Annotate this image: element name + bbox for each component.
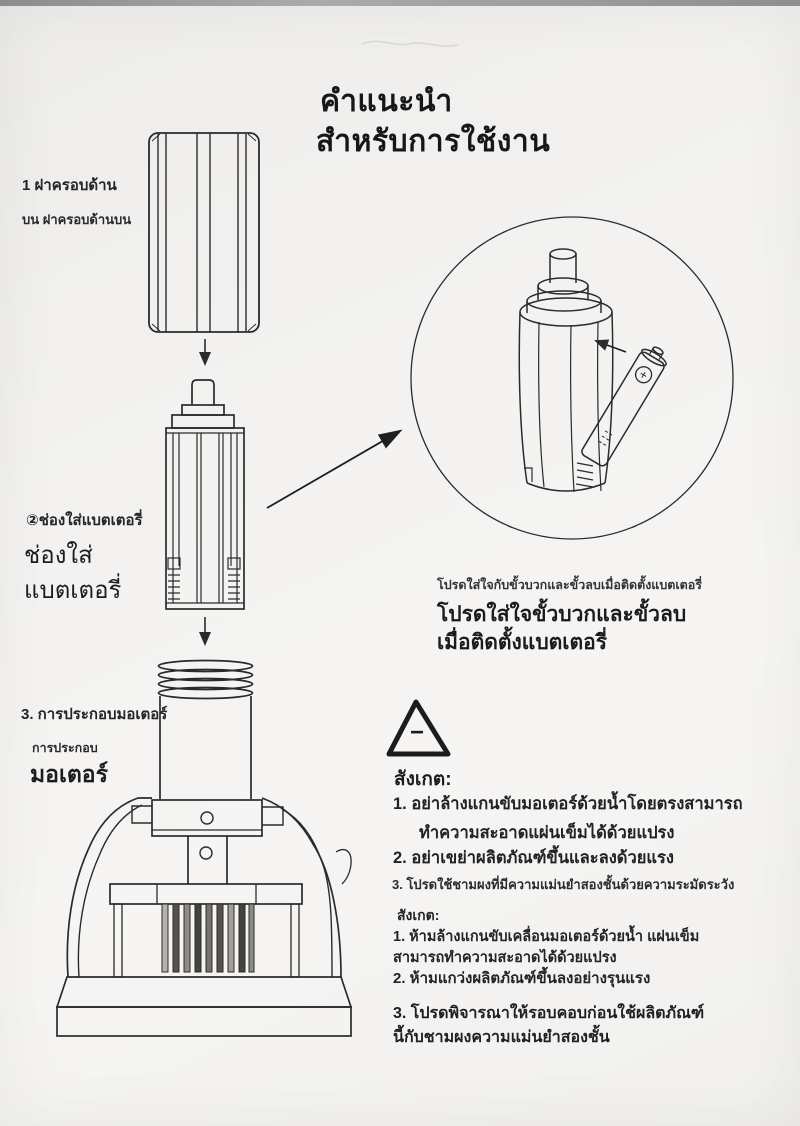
part3-label-line2: มอเตอร์	[30, 761, 108, 787]
detail-circle-drawing: +	[410, 216, 734, 540]
battery-drawing: +	[581, 346, 667, 467]
part3-label-line1: การประกอบ	[32, 741, 98, 755]
title-line-2: สำหรับการใช้งาน	[316, 125, 551, 158]
warning-triangle-icon: −	[386, 699, 451, 757]
battery-note-caption: โปรดใส่ใจกับขั้วบวกและขั้วลบเมื่อติดตั้ง…	[437, 578, 703, 592]
part1-caption-line2: บน ฝาครอบด้านบน	[22, 212, 132, 227]
notice1-heading: สังเกต:	[394, 769, 452, 790]
battery-insert-arrow	[594, 339, 627, 353]
notice1-item2: 2. อย่าเขย่าผลิตภัณฑ์ขึ้นและลงด้วยแรง	[393, 849, 674, 867]
photo-edge-strip	[0, 0, 800, 6]
notice2-item1-line1: 1. ห้ามล้างแกนขับเคลื่อนมอเตอร์ด้วยน้ำ แ…	[393, 929, 700, 945]
faint-scribble-mark	[361, 40, 459, 47]
battery-compartment-drawing	[165, 379, 245, 610]
notice2-item2: 2. ห้ามแกว่งผลิตภัณฑ์ขึ้นลงอย่างรุนแรง	[393, 970, 651, 987]
notice2-item3-line1: 3. โปรดพิจารณาให้รอบคอบก่อนใช้ผลิตภัณฑ์	[393, 1005, 705, 1022]
notice2-item1-line2: สามารถทำความสะอาดได้ด้วยแปรง	[393, 950, 617, 966]
part2-label-line1: ช่องใส่	[24, 542, 93, 569]
notice1-item1-line2: ทำความสะอาดแผ่นเข็มได้ด้วยแปรง	[419, 824, 675, 842]
part3-caption: 3. การประกอบมอเตอร์	[21, 706, 168, 723]
title-line-1: คำแนะนำ	[320, 85, 453, 118]
battery-note-line2: เมื่อติดตั้งแบตเตอรี่	[437, 631, 608, 654]
notice2-item3-line2: นี้กับชามผงความแม่นยำสองชั้น	[393, 1029, 610, 1046]
notice2-heading: สังเกต:	[397, 907, 440, 923]
motor-assembly-drawing	[55, 659, 353, 1037]
notice1-item3: 3. โปรดใช้ชามผงที่มีความแม่นยำสองชั้นด้ว…	[392, 877, 735, 892]
notice1-item1-line1: 1. อย่าล้างแกนขับมอเตอร์ด้วยน้ำโดยตรงสาม…	[393, 795, 743, 813]
part2-label-line2: แบตเตอรี่	[24, 577, 122, 604]
warning-minus-symbol: −	[410, 719, 424, 746]
part2-caption: ②ช่องใส่แบตเตอรี่	[26, 512, 143, 529]
top-cap-drawing	[148, 132, 260, 333]
part1-caption-line1: 1 ฝาครอบด้าน	[22, 177, 117, 194]
battery-note-line1: โปรดใส่ใจขั้วบวกและขั้วลบ	[437, 603, 687, 626]
zoom-detail-arrow	[266, 429, 403, 509]
